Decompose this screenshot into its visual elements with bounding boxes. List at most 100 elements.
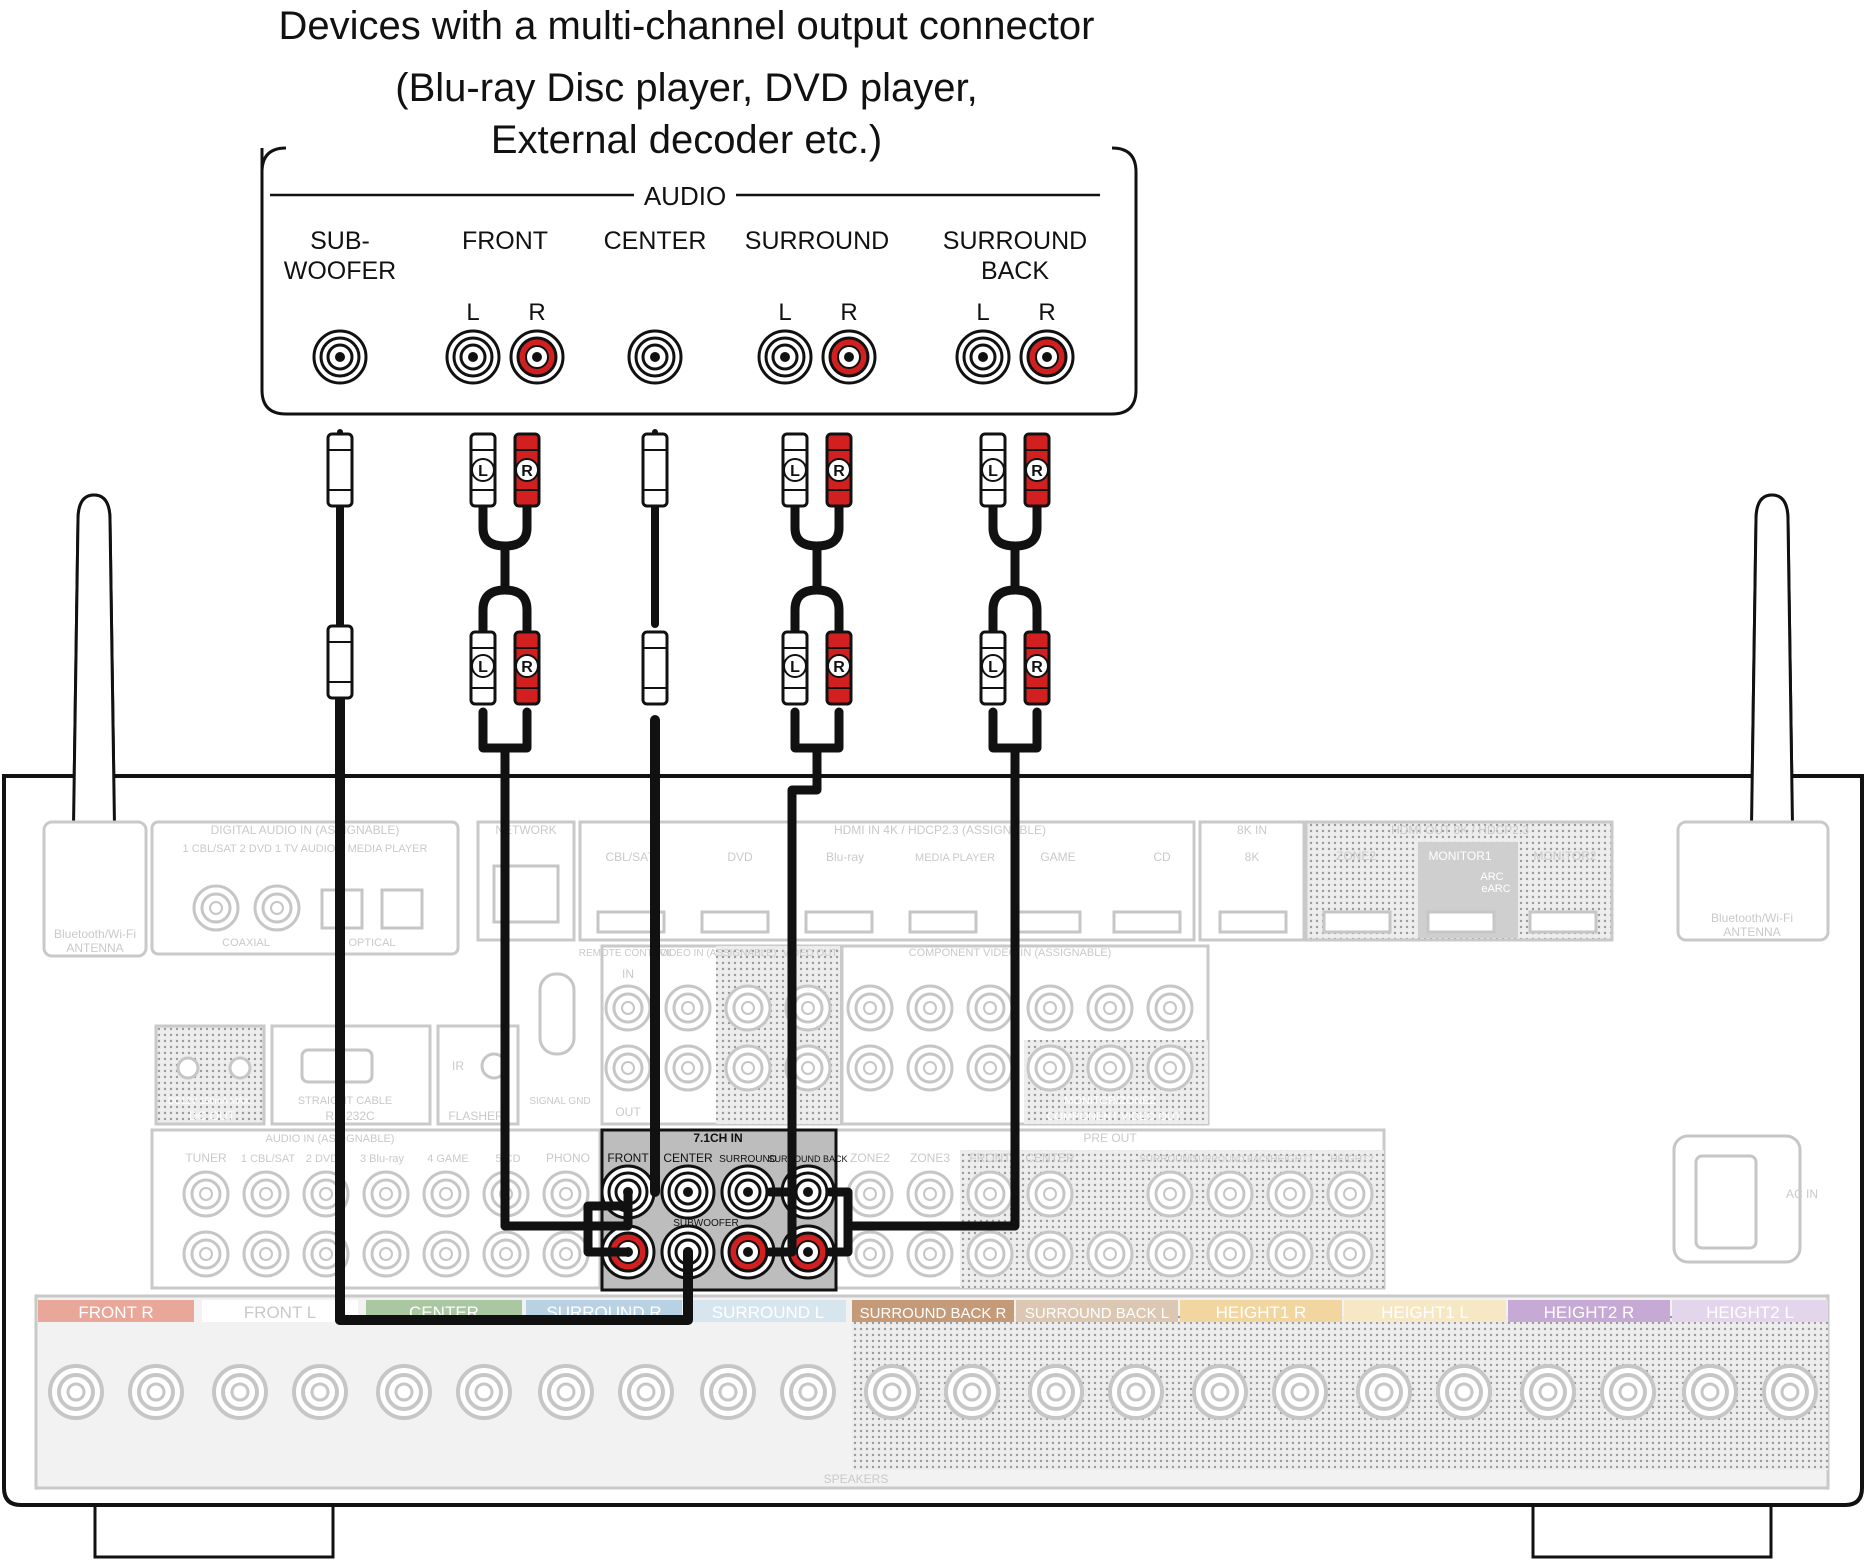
plug-marker-l: L — [478, 659, 488, 676]
right-antenna-label-1: Bluetooth/Wi-Fi — [1711, 911, 1793, 925]
hdmi-in-label: HDMI IN 4K / HDCP2.3 (ASSIGNABLE) — [834, 823, 1046, 837]
audio-in-game: 4 GAME — [427, 1153, 469, 1165]
spk-front-l: FRONT L — [244, 1303, 316, 1322]
surround-back-cable — [825, 497, 1042, 1257]
dc-spec-label: DC12V 150mA MAX. — [168, 1096, 252, 1106]
pre-out-front: FRONT — [969, 1151, 1011, 1165]
right-antenna-label-2: ANTENNA — [1723, 925, 1780, 939]
pre-out-zone3: ZONE3 — [910, 1151, 950, 1165]
subwoofer-label-2: WOOFER — [284, 257, 397, 285]
monitor-zone2-label: MONITOR/ZONE2 — [1064, 1095, 1155, 1107]
coaxial-label: COAXIAL — [222, 937, 270, 949]
pre-out-center: CENTER — [1025, 1151, 1075, 1165]
flasher-label: FLASHER — [448, 1109, 504, 1123]
component-video-in-label: COMPONENT VIDEO IN (ASSIGNABLE) — [909, 947, 1112, 959]
surround-r-label: R — [840, 299, 857, 326]
spk-height2-l: HEIGHT2 L — [1706, 1303, 1794, 1322]
plug-marker-r: R — [1031, 463, 1043, 480]
diagram-title-line2: (Blu-ray Disc player, DVD player, — [395, 66, 978, 110]
plug-markers: L R L R L R L R L R L R — [471, 458, 1049, 678]
multi-in-surround-back: SURROUND BACK — [768, 1154, 847, 1164]
plug-marker-l: L — [790, 659, 800, 676]
front-label: FRONT — [462, 227, 548, 255]
subwoofer-cable — [335, 429, 693, 1325]
plug-marker-r: R — [521, 463, 533, 480]
arc-label: ARC — [1480, 871, 1503, 883]
plug-marker-r: R — [1031, 659, 1043, 676]
plug-marker-l: L — [988, 463, 998, 480]
audio-in-phono: PHONO — [546, 1151, 590, 1165]
source-device-panel: AUDIO SUB- WOOFER FRONT CENTER SURROUND … — [260, 146, 1138, 416]
pre-out-label-row: ZONE2 ZONE3 FRONT CENTER SURROUND SURROU… — [850, 1151, 1374, 1165]
hdmi-in-dvd: DVD — [727, 850, 753, 864]
hdmi-in-game: GAME — [1040, 850, 1075, 864]
surround-cable — [765, 497, 844, 1257]
front-r-label: R — [528, 299, 545, 326]
hdmi-input-row: CBL/SAT DVD Blu-ray MEDIA PLAYER GAME CD — [605, 850, 1171, 864]
video-out-label: VIDEO OUT — [782, 948, 837, 959]
surround-r-output-jack — [821, 329, 877, 385]
front-l-label: L — [466, 299, 479, 326]
front-l-output-jack — [445, 329, 501, 385]
cables — [335, 429, 1042, 1325]
multi-in-surround: SURROUND — [719, 1154, 777, 1165]
plugs-bottom — [326, 624, 1051, 706]
remote-out-label: OUT — [615, 1105, 641, 1119]
pre-out-surround: SURROUND — [1139, 1154, 1197, 1165]
spk-height2-r: HEIGHT2 R — [1544, 1303, 1635, 1322]
surround-back-r-output-jack — [1019, 329, 1075, 385]
digital-audio-in-label: DIGITAL AUDIO IN (ASSIGNABLE) — [211, 823, 400, 837]
left-antenna-label-1: Bluetooth/Wi-Fi — [54, 927, 136, 941]
audio-in-tuner: TUNER — [185, 1151, 227, 1165]
multi-in-center: CENTER — [663, 1151, 713, 1165]
optical-label: OPTICAL — [348, 937, 395, 949]
digital-audio-in-sub: 1 CBL/SAT 2 DVD 1 TV AUDIO 2 MEDIA PLAYE… — [183, 843, 428, 855]
network-label: NETWORK — [495, 823, 556, 837]
diagram-title-line1: Devices with a multi-channel output conn… — [278, 4, 1095, 48]
hdmi-in-bluray: Blu-ray — [826, 850, 864, 864]
plug-marker-r: R — [833, 659, 845, 676]
pre-out-height1: HEIGHT1 — [1270, 1154, 1314, 1165]
plug-marker-l: L — [478, 463, 488, 480]
hdmi-in-media-player: MEDIA PLAYER — [915, 852, 995, 864]
speakers-label: SPEAKERS — [824, 1472, 889, 1486]
hdmi-in-cd: CD — [1153, 850, 1171, 864]
component-video-out-label: COMPONENT VIDEO OUT — [1047, 1111, 1182, 1123]
av-receiver: Bluetooth/Wi-Fi ANTENNA Bluetooth/Wi-Fi … — [2, 493, 1864, 1559]
pre-out-surround-back: SURROUND BACK — [1192, 1154, 1271, 1164]
signal-gnd-label: SIGNAL GND — [529, 1096, 590, 1107]
surround-back-l-output-jack — [955, 329, 1011, 385]
plug-marker-l: L — [988, 659, 998, 676]
pre-out-height2: HEIGHT2 — [1330, 1154, 1374, 1165]
plugs-top — [326, 432, 1051, 508]
center-label: CENTER — [604, 227, 707, 255]
surround-back-l-label: L — [976, 299, 989, 326]
dc-out-label: DC OUT — [189, 1109, 236, 1123]
spk-surround-back-r: SURROUND BACK R — [860, 1305, 1007, 1322]
multi-in-front: FRONT — [607, 1151, 649, 1165]
spk-height1-r: HEIGHT1 R — [1216, 1303, 1307, 1322]
plug-marker-l: L — [790, 463, 800, 480]
surround-back-label-2: BACK — [981, 257, 1049, 285]
hdmi-8k-in-label: 8K IN — [1237, 823, 1267, 837]
front-r-output-jack — [509, 329, 565, 385]
spk-surround-back-l: SURROUND BACK L — [1025, 1305, 1169, 1322]
diagram-title-line3: External decoder etc.) — [490, 118, 883, 162]
multi-in-subwoofer: SUBWOOFER — [673, 1218, 739, 1229]
center-output-jack — [627, 329, 683, 385]
front-cable — [478, 497, 633, 1257]
pre-out-label: PRE OUT — [1083, 1131, 1137, 1145]
audio-in-bluray: 3 Blu-ray — [360, 1153, 405, 1165]
surround-back-label-1: SURROUND — [943, 227, 1087, 255]
video-in-label: VIDEO IN (ASSIGNABLE) — [660, 948, 777, 959]
spk-surround-l: SURROUND L — [712, 1303, 824, 1322]
hdmi-out-monitor1: MONITOR1 — [1428, 849, 1491, 863]
rs232c-label: RS-232C — [325, 1109, 375, 1123]
earc-label: eARC — [1481, 883, 1510, 895]
ir-label: IR — [452, 1059, 464, 1073]
remote-control-label: REMOTE CONTROL — [579, 948, 674, 959]
speaker-terminals: FRONT R FRONT L CENTER SURROUND R SURROU… — [34, 1294, 1830, 1490]
ac-in-label: AC IN — [1786, 1187, 1818, 1201]
multi-in-center-jack — [660, 1164, 716, 1220]
surround-label: SURROUND — [745, 227, 889, 255]
